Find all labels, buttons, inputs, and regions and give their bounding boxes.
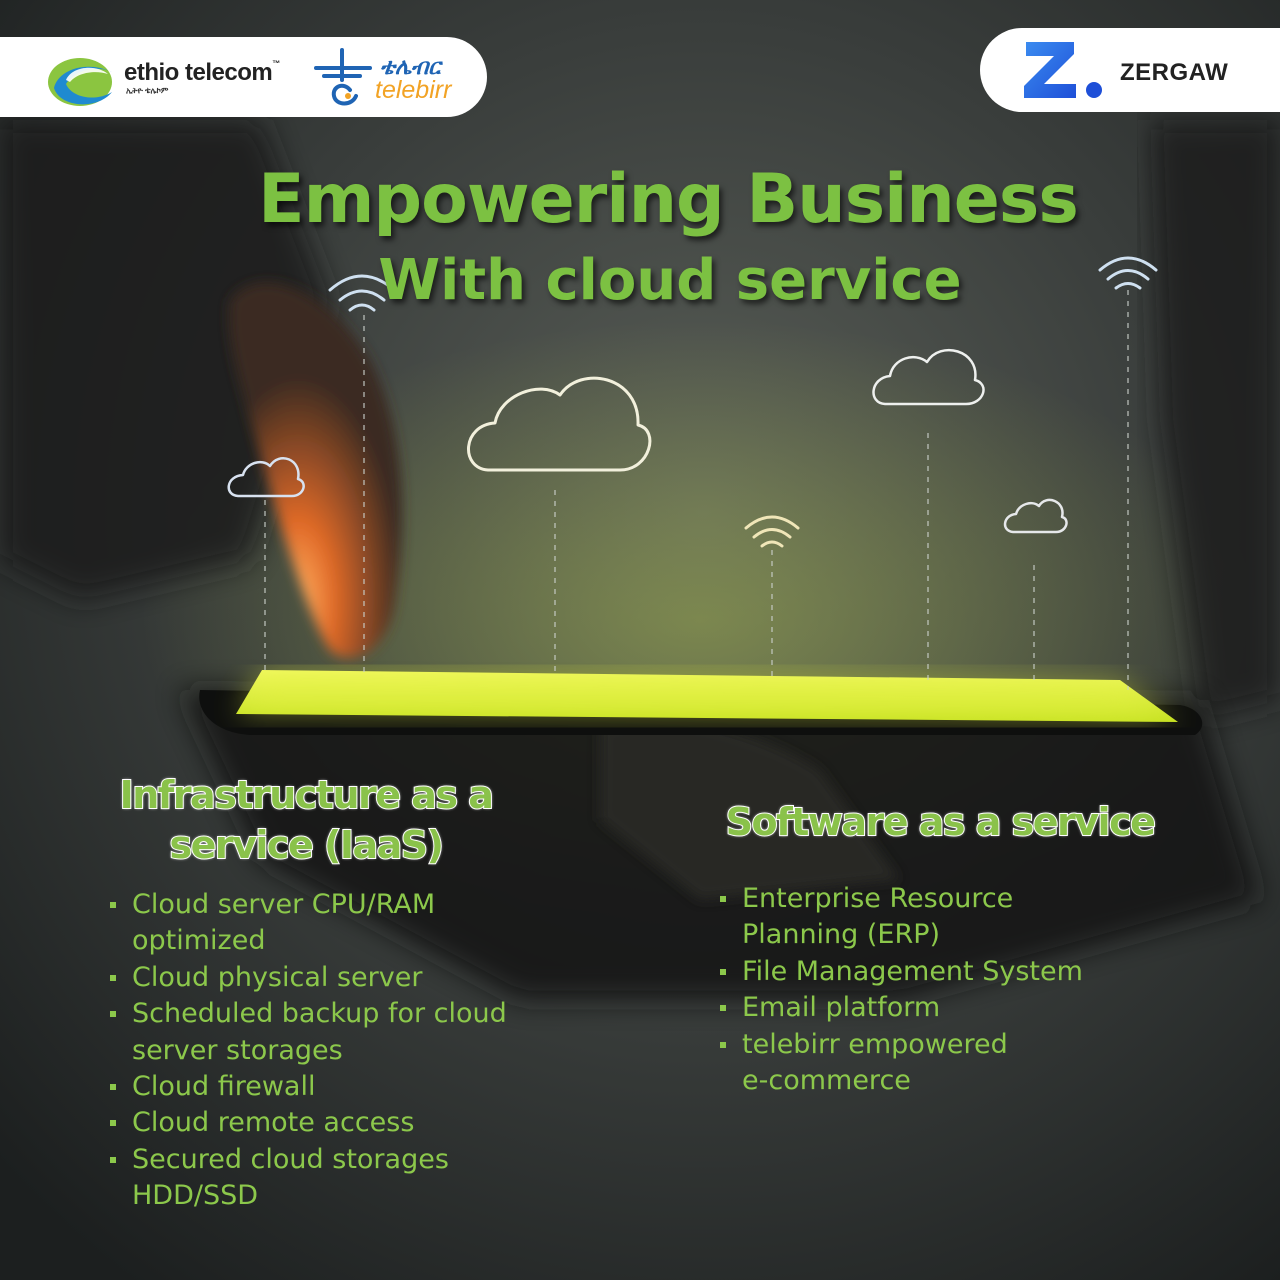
cloud-icon bbox=[1003, 498, 1068, 534]
iaas-heading-line2: service (IaaS) bbox=[169, 822, 445, 868]
zergaw-name: ZERGAW bbox=[1120, 59, 1229, 86]
cloud-icon bbox=[227, 457, 305, 498]
wifi-icon bbox=[1098, 256, 1158, 290]
list-item: File Management System bbox=[720, 954, 1160, 990]
list-item: Cloud physical server bbox=[110, 960, 590, 996]
telebirr-amharic: ቴሌብር bbox=[380, 54, 441, 79]
list-item: Email platform bbox=[720, 990, 1160, 1026]
zergaw-logo-icon bbox=[1024, 42, 1102, 98]
finger-image bbox=[228, 282, 402, 658]
ethio-telecom-logo-icon bbox=[48, 58, 112, 106]
headline-line1: Empowering Business bbox=[258, 160, 1079, 239]
headline-line2: With cloud service bbox=[378, 248, 962, 313]
list-item: Cloud firewall bbox=[110, 1069, 590, 1105]
wifi-icon bbox=[328, 274, 396, 312]
ethio-telecom-name: ethio telecom™ bbox=[124, 59, 280, 86]
telebirr-logo-icon bbox=[314, 48, 372, 106]
iaas-heading-line1: Infrastructure as a bbox=[119, 772, 495, 818]
list-item: Cloud remote access bbox=[110, 1105, 590, 1141]
telebirr-name: telebirr bbox=[375, 76, 452, 104]
ethio-telecom-amharic: ኢትዮ ቴሌኮም bbox=[126, 86, 169, 95]
wifi-icon bbox=[744, 515, 800, 548]
saas-heading: Software as a service bbox=[725, 799, 1157, 845]
cloud-icon bbox=[467, 376, 652, 472]
cloud-icon bbox=[872, 348, 985, 406]
iaas-heading: Infrastructure as a service (IaaS) bbox=[96, 770, 516, 870]
